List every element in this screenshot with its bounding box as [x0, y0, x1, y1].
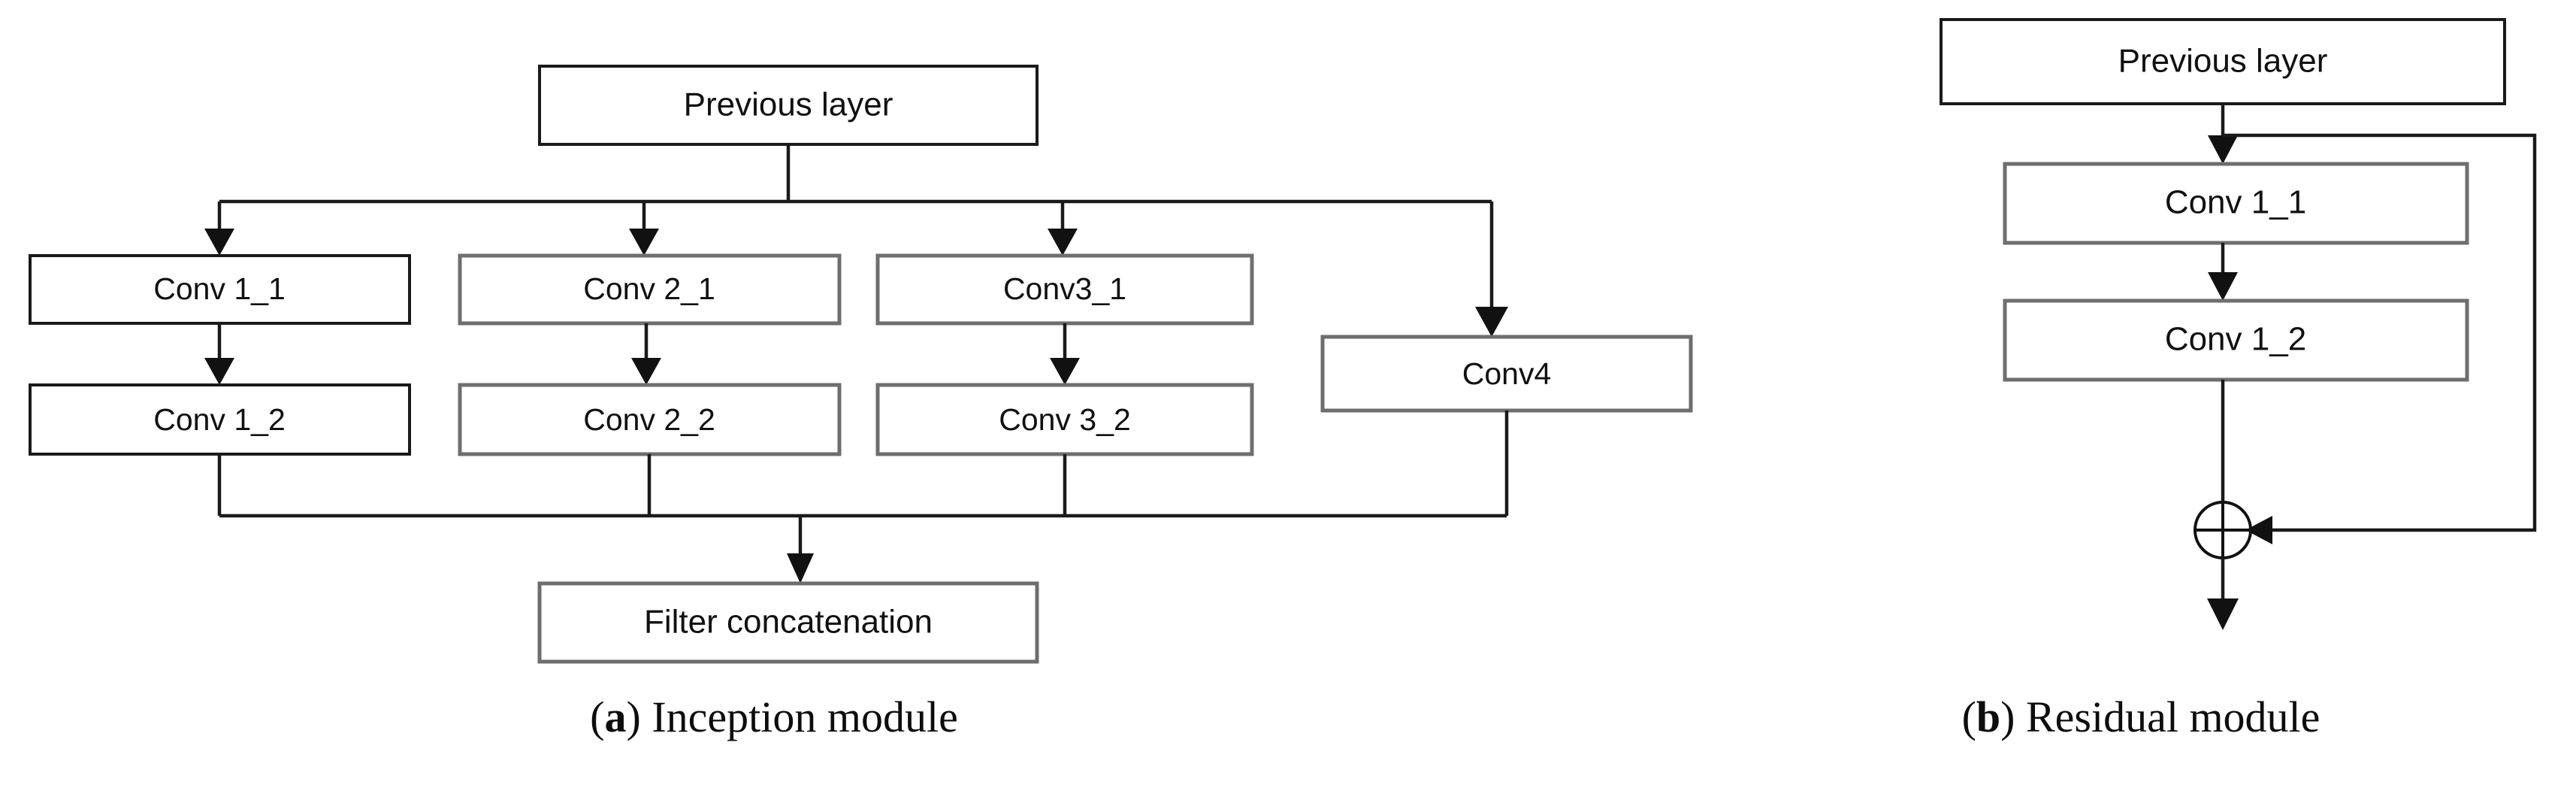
node-conv3-2-inception[interactable]: Conv 3_2	[875, 383, 1254, 456]
edge-skip-connection	[2223, 133, 2537, 532]
node-conv3-2-inception-label: Conv 3_2	[999, 402, 1131, 437]
arrowhead-bus-to-conv4	[1475, 307, 1508, 337]
node-conv2-2-inception-label: Conv 2_2	[583, 402, 715, 437]
node-filter-concatenation-label: Filter concatenation	[644, 604, 933, 641]
caption-inception-text: ) Inception module	[626, 692, 958, 741]
arrowhead-bus-to-conv2-1	[629, 229, 659, 256]
node-conv3-1-inception-label: Conv3_1	[1003, 271, 1126, 306]
node-conv1-1-inception-box	[29, 254, 411, 325]
arrowhead-conv2-1-to-conv2-2	[631, 358, 661, 385]
node-conv1-2-residual[interactable]: Conv 1_2	[2003, 298, 2469, 382]
node-previous-layer-residual[interactable]: Previous layer	[1940, 18, 2506, 105]
node-conv2-1-inception-box	[458, 253, 842, 326]
node-conv1-1-inception[interactable]: Conv 1_1	[29, 254, 411, 325]
panel-inception: Previous layer Conv 1_1	[29, 65, 1693, 664]
node-previous-layer-residual-box	[1940, 18, 2506, 105]
arrowhead-merge-to-concat	[787, 553, 814, 583]
arrowhead-prev-to-conv1-1-residual	[2208, 135, 2238, 164]
node-conv1-1-residual-box	[2003, 162, 2469, 245]
caption-residual-letter: (b	[1961, 692, 2001, 741]
caption-inception: (a) Inception module	[0, 692, 1548, 742]
arrowhead-conv1-1-to-conv1-2-residual	[2208, 272, 2238, 301]
node-conv2-2-inception-box	[458, 383, 842, 456]
panel-residual: Previous layer Conv 1_1 Conv 1_2	[1940, 18, 2537, 630]
node-previous-layer-residual-label: Previous layer	[2118, 43, 2328, 80]
node-conv1-1-residual[interactable]: Conv 1_1	[2003, 162, 2469, 245]
node-conv1-1-residual-label: Conv 1_1	[2165, 184, 2306, 221]
caption-residual-text: ) Residual module	[2000, 692, 2321, 741]
node-previous-layer-inception-box	[538, 65, 1039, 146]
node-conv4-inception-box	[1320, 335, 1693, 413]
arrowhead-bus-to-conv3-1	[1048, 229, 1078, 256]
node-filter-concatenation[interactable]: Filter concatenation	[537, 581, 1039, 664]
node-conv3-2-inception-box	[875, 383, 1254, 456]
node-filter-concatenation-box	[537, 581, 1039, 664]
adder-node[interactable]	[2194, 501, 2252, 559]
arrowhead-skip-into-adder	[2245, 516, 2272, 544]
arrowhead-conv3-1-to-conv3-2	[1050, 358, 1080, 385]
node-conv1-2-inception[interactable]: Conv 1_2	[29, 383, 411, 456]
node-conv2-1-inception[interactable]: Conv 2_1	[458, 253, 842, 326]
node-conv1-2-residual-box	[2003, 298, 2469, 382]
node-conv3-1-inception[interactable]: Conv3_1	[875, 253, 1254, 326]
node-conv1-2-inception-label: Conv 1_2	[153, 402, 286, 437]
node-conv4-inception-label: Conv4	[1462, 356, 1552, 391]
arrowhead-conv1-1-to-conv1-2	[204, 358, 234, 385]
arrowhead-adder-output	[2207, 598, 2239, 630]
arrowhead-bus-to-conv1-1	[204, 229, 234, 256]
node-conv4-inception[interactable]: Conv4	[1320, 335, 1693, 413]
node-previous-layer-inception[interactable]: Previous layer	[538, 65, 1039, 146]
node-conv1-2-residual-label: Conv 1_2	[2165, 321, 2306, 358]
caption-residual: (b) Residual module	[1706, 692, 2576, 742]
node-conv2-1-inception-label: Conv 2_1	[583, 271, 715, 306]
node-conv1-1-inception-label: Conv 1_1	[153, 271, 286, 306]
node-conv2-2-inception[interactable]: Conv 2_2	[458, 383, 842, 456]
node-previous-layer-inception-label: Previous layer	[684, 86, 893, 123]
caption-inception-letter: (a	[590, 692, 627, 741]
